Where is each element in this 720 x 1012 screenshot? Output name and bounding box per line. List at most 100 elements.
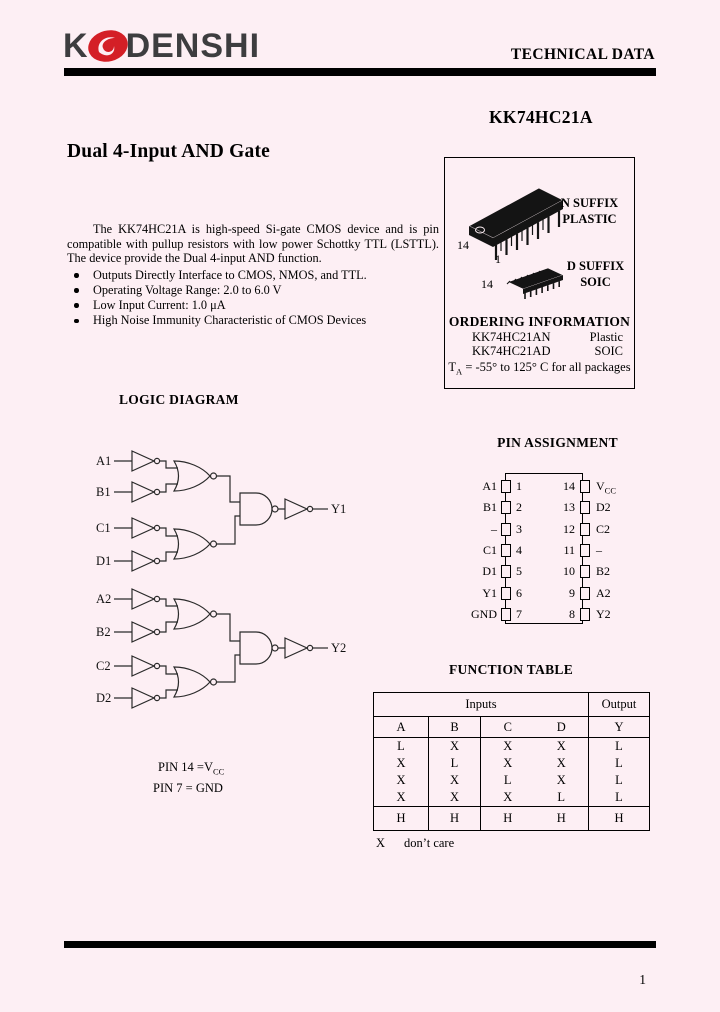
- table-row: X X X L L: [374, 789, 650, 807]
- pin-label: B1: [482, 500, 497, 515]
- pin-number: 2: [516, 500, 522, 515]
- table-cell: L: [397, 739, 405, 753]
- input-label: A2: [96, 592, 111, 606]
- soic-pin14-label: 14: [481, 277, 493, 291]
- pin-label: C2: [596, 521, 611, 536]
- table-cell: X: [428, 737, 481, 755]
- pin-box: [580, 586, 590, 600]
- input-label: C2: [96, 659, 111, 673]
- ordering-part: KK74HC21AN: [472, 330, 551, 344]
- col-header: D: [534, 716, 589, 738]
- pin-box: [580, 501, 590, 515]
- table-cell: L: [588, 755, 650, 772]
- ordering-row: KK74HC21AD SOIC: [445, 344, 634, 358]
- col-header: A: [373, 716, 429, 738]
- pin-number: 8: [569, 606, 575, 621]
- pin-number: 5: [516, 564, 522, 579]
- pin-label: Y2: [596, 606, 611, 621]
- page-number: 1: [639, 972, 646, 987]
- pin-label: GND: [471, 606, 497, 621]
- output-header: Output: [588, 692, 650, 717]
- logic-diagram-title: LOGIC DIAGRAM: [119, 392, 239, 407]
- ordering-row: KK74HC21AN Plastic: [445, 330, 634, 344]
- pin-number: 14: [563, 479, 575, 493]
- output-label: Y2: [331, 641, 346, 655]
- pin-label: C1: [482, 542, 497, 557]
- dip-pin14-label: 14: [457, 238, 469, 252]
- pin-box: [501, 501, 511, 515]
- table-cell: X: [428, 789, 481, 807]
- function-table: Inputs Output A B C D Y L X X X L X L X …: [373, 692, 650, 831]
- footer-rule: [64, 941, 656, 948]
- table-cell: H: [373, 806, 429, 831]
- table-cell: L: [480, 772, 535, 789]
- table-header-row: A B C D Y: [373, 716, 650, 738]
- header-logo: K DENSHI: [63, 28, 260, 64]
- logo-letters-denshi: DENSHI: [125, 27, 261, 65]
- pin-row: B1 2 13 D2: [455, 497, 660, 518]
- pin-label: VCC: [596, 479, 617, 496]
- table-cell: L: [428, 755, 481, 772]
- pin-label: Y1: [482, 585, 497, 600]
- pin-label: D2: [596, 500, 611, 515]
- dip-package-illustration: [468, 187, 564, 260]
- table-cell: H: [534, 806, 589, 831]
- pin-number: 6: [516, 585, 522, 600]
- table-cell: X: [396, 790, 406, 804]
- pin-row: – 3 12 C2: [455, 519, 660, 540]
- feature-item: High Noise Immunity Characteristic of CM…: [67, 313, 439, 328]
- wire: [216, 475, 240, 683]
- pin-box: [501, 565, 511, 579]
- part-number: KK74HC21A: [489, 107, 593, 127]
- table-cell: L: [557, 790, 566, 804]
- ordering-package: Plastic: [589, 330, 623, 344]
- wire: [159, 460, 178, 699]
- pin-label: D1: [482, 564, 497, 579]
- table-cell: X: [556, 739, 566, 753]
- pin-label: –: [596, 542, 602, 557]
- pin-number: 3: [516, 521, 522, 536]
- feature-item: Low Input Current: 1.0 μA: [67, 298, 439, 313]
- dip-pin1-label: 1: [495, 252, 501, 266]
- pin-assignment-diagram: A1 1 14 VCC B1 2 13 D2 – 3 12 C2 C1 4 11…: [455, 436, 660, 636]
- pin-box: [580, 565, 590, 579]
- header-rule: [64, 68, 656, 76]
- table-cell: H: [588, 806, 650, 831]
- soic-body: [507, 267, 564, 294]
- inverter-gate: [278, 498, 328, 659]
- table-cell: L: [588, 772, 650, 789]
- pin-note: PIN 14 =VCC PIN 7 = GND: [153, 760, 225, 795]
- pin-label: A1: [482, 479, 497, 493]
- table-cell: H: [428, 806, 481, 831]
- pin-number: 9: [569, 585, 575, 600]
- pin-box: [580, 543, 590, 557]
- pin-row: A1 1 14 VCC: [455, 476, 660, 497]
- soic-package-illustration: [506, 267, 564, 299]
- ordering-information: ORDERING INFORMATION KK74HC21AN Plastic …: [445, 314, 634, 376]
- dip-body: [468, 187, 564, 247]
- function-table-title: FUNCTION TABLE: [448, 662, 574, 677]
- inputs-header: Inputs: [373, 692, 589, 717]
- table-cell: X: [480, 755, 535, 772]
- inverter-gate: [114, 450, 161, 709]
- pin-number: 10: [563, 564, 575, 579]
- n-suffix-label: N SUFFIX PLASTIC: [560, 196, 619, 226]
- pin-label: A2: [596, 585, 611, 600]
- ordering-part: KK74HC21AD: [472, 344, 551, 358]
- col-header: B: [428, 716, 481, 738]
- pin-row: C1 4 11 –: [455, 540, 660, 561]
- pin-box: [580, 522, 590, 536]
- pin-box: [501, 480, 511, 493]
- package-info-box: 14 1 N SUFFIX PLASTIC 14 D SUFFIX SOIC: [444, 157, 635, 389]
- logo-letter-k: K: [63, 27, 89, 65]
- table-cell: X: [556, 773, 566, 787]
- pin-box: [501, 522, 511, 536]
- pin-assignment-title: PIN ASSIGNMENT: [497, 435, 618, 450]
- input-label: C1: [96, 521, 111, 535]
- ordering-information-title: ORDERING INFORMATION: [448, 314, 631, 329]
- pin-number: 1: [516, 479, 522, 493]
- pin-row: Y1 6 9 A2: [455, 583, 660, 604]
- pin-row: GND 7 8 Y2: [455, 604, 660, 625]
- table-cell: X: [480, 737, 535, 755]
